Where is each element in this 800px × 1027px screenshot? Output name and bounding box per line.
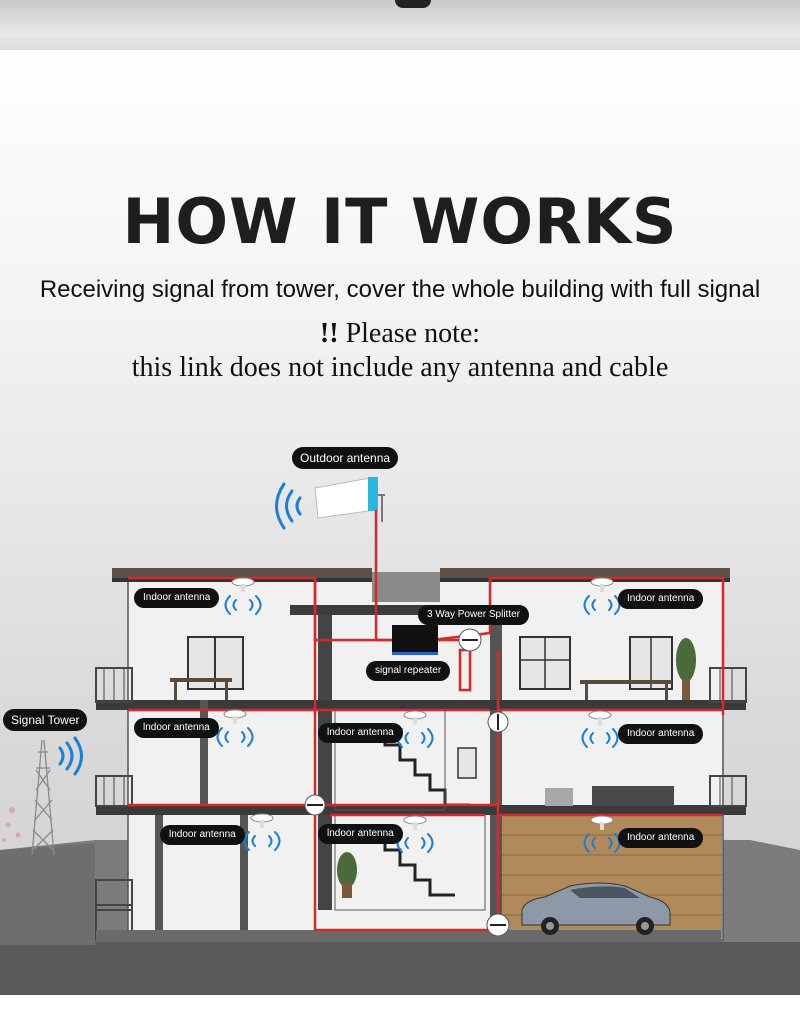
building [95,568,747,942]
indoor-antenna-label: lndoor antenna [318,824,403,844]
indoor-antenna-label: lndoor antenna [134,718,219,738]
tower-icon [31,739,55,856]
page-subtitle: Receiving signal from tower, cover the w… [39,276,761,303]
indoor-antenna-label: Indoor antenna [134,588,220,608]
cable-network [128,510,725,932]
antenna-icon [590,577,614,592]
antenna-icon [403,815,427,830]
signal-wave-icon [216,595,621,853]
note-heading: !! Please note: [0,318,800,350]
antenna-icon [403,710,427,725]
signal-tower-label: Signal Tower [3,709,88,731]
antenna-icon [250,813,274,828]
splitter-icon [304,628,510,937]
splitter-label: 3 Way Power Splitter [418,605,529,625]
antenna-icon [314,477,385,522]
repeater-label: signal repeater [366,661,451,681]
indoor-antennas [223,577,614,830]
outdoor-antenna-label: Outdoor antenna [292,447,399,469]
note-prefix: !! [319,318,339,349]
bottom-band [0,995,800,1027]
repeater-icon [392,625,438,655]
plant [676,638,696,700]
top-device-edge [395,0,431,8]
indoor-antenna-label: Indoor antenna [618,724,704,744]
indoor-antenna-label: lndoor antenna [160,825,245,845]
page-title: HOW IT WORKS [122,185,678,258]
car-icon [521,882,671,935]
plant [337,852,357,898]
antenna-icon [231,577,255,592]
indoor-antenna-label: Indoor antenna [618,828,704,848]
antenna-icon [590,815,614,830]
antenna-icon [223,709,247,724]
antenna-icon [588,710,612,725]
blossom-branch [2,807,21,842]
note-line1: Please note: [345,318,481,349]
indoor-antenna-label: lndoor antenna [318,723,403,743]
note-body: this link does not include any antenna a… [131,352,669,383]
signal-wave-icon [275,482,302,530]
indoor-antenna-label: Indoor antenna [618,589,704,609]
top-band [0,0,800,50]
signal-wave-icon [58,736,83,776]
